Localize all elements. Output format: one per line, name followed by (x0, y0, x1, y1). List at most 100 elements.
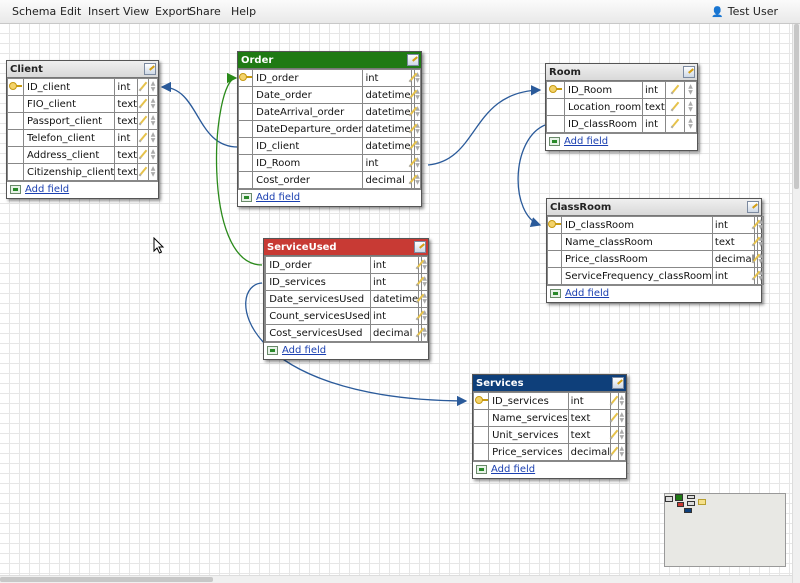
field-name[interactable]: ID_classRoom (561, 216, 713, 234)
reorder-arrows-icon[interactable]: ▲▼ (688, 83, 693, 96)
edit-field-cell[interactable] (137, 146, 150, 164)
reorder-cell[interactable]: ▲▼ (617, 409, 627, 427)
reorder-cell[interactable]: ▲▼ (684, 98, 697, 116)
edit-field-pencil-icon[interactable] (138, 115, 148, 126)
reorder-arrows-icon[interactable]: ▲▼ (619, 445, 625, 458)
reorder-arrows-icon[interactable]: ▲▼ (688, 100, 693, 113)
edit-field-pencil-icon[interactable] (138, 166, 148, 177)
user-menu[interactable]: 👤Test User (711, 5, 778, 18)
field-name[interactable]: ID_services (265, 273, 371, 291)
field-type[interactable]: text (114, 95, 139, 113)
field-type[interactable]: int (362, 69, 412, 87)
reorder-arrows-icon[interactable]: ▲▼ (422, 309, 427, 322)
reorder-arrows-icon[interactable]: ▲▼ (758, 218, 763, 231)
minimap[interactable] (664, 493, 786, 567)
field-name[interactable]: Date_order (252, 86, 364, 104)
field-type[interactable]: int (369, 307, 420, 325)
field-name[interactable]: ID_client (22, 78, 116, 96)
edit-field-pencil-icon[interactable] (138, 149, 148, 160)
add-field-link[interactable]: Add field (564, 136, 609, 147)
menu-schema[interactable]: Schema (12, 5, 57, 18)
field-name[interactable]: DateArrival_order (252, 103, 364, 121)
edit-field-cell[interactable] (610, 426, 619, 444)
vertical-scrollbar[interactable] (792, 24, 800, 583)
field-name[interactable]: Name_classRoom (561, 233, 713, 251)
reorder-arrows-icon[interactable]: ▲▼ (415, 173, 420, 186)
add-field-link[interactable]: Add field (565, 288, 610, 299)
add-field-icon[interactable] (10, 185, 21, 194)
field-type[interactable]: int (642, 115, 666, 133)
reorder-cell[interactable]: ▲▼ (148, 163, 158, 181)
field-name[interactable]: Cost_servicesUsed (265, 324, 371, 342)
edit-field-cell[interactable] (415, 324, 425, 342)
reorder-cell[interactable]: ▲▼ (617, 392, 627, 410)
menu-export[interactable]: Export (155, 5, 192, 18)
reorder-cell[interactable]: ▲▼ (757, 267, 764, 285)
reorder-cell[interactable]: ▲▼ (148, 129, 158, 147)
edit-field-cell[interactable] (137, 95, 150, 113)
field-type[interactable]: datetime (362, 120, 412, 138)
edit-field-pencil-icon[interactable] (670, 84, 680, 95)
field-name[interactable]: ID_order (252, 69, 364, 87)
field-type[interactable]: text (114, 146, 139, 164)
reorder-arrows-icon[interactable]: ▲▼ (415, 105, 420, 118)
field-type[interactable]: int (369, 273, 420, 291)
table-header[interactable]: Room (546, 64, 697, 81)
add-field-link[interactable]: Add field (256, 192, 301, 203)
table-header[interactable]: Order (238, 52, 421, 69)
add-field-icon[interactable] (267, 346, 278, 355)
edit-table-icon[interactable] (414, 241, 426, 253)
edit-field-cell[interactable] (610, 443, 619, 461)
reorder-arrows-icon[interactable]: ▲▼ (619, 394, 625, 407)
field-type[interactable]: text (567, 426, 612, 444)
vertical-scrollbar-thumb[interactable] (794, 24, 799, 189)
reorder-cell[interactable]: ▲▼ (148, 95, 158, 113)
reorder-arrows-icon[interactable]: ▲▼ (415, 139, 420, 152)
reorder-arrows-icon[interactable]: ▲▼ (422, 258, 427, 271)
reorder-arrows-icon[interactable]: ▲▼ (415, 122, 420, 135)
reorder-cell[interactable]: ▲▼ (148, 112, 158, 130)
field-name[interactable]: ID_services (488, 392, 569, 410)
reorder-arrows-icon[interactable]: ▲▼ (150, 148, 156, 161)
edit-table-icon[interactable] (144, 63, 156, 75)
field-type[interactable]: int (567, 392, 612, 410)
reorder-cell[interactable]: ▲▼ (421, 324, 428, 342)
field-name[interactable]: Count_servicesUsed (265, 307, 371, 325)
reorder-arrows-icon[interactable]: ▲▼ (415, 88, 420, 101)
field-type[interactable]: text (711, 233, 756, 251)
field-type[interactable]: int (362, 154, 412, 172)
table-header[interactable]: Services (473, 375, 626, 392)
reorder-cell[interactable]: ▲▼ (617, 426, 627, 444)
field-type[interactable]: int (711, 267, 756, 285)
reorder-cell[interactable]: ▲▼ (617, 443, 627, 461)
field-name[interactable]: Telefon_client (22, 129, 116, 147)
reorder-arrows-icon[interactable]: ▲▼ (150, 114, 156, 127)
reorder-arrows-icon[interactable]: ▲▼ (688, 117, 693, 130)
edit-field-cell[interactable] (137, 163, 150, 181)
edit-field-cell[interactable] (665, 98, 685, 116)
edit-field-cell[interactable] (665, 115, 685, 133)
field-name[interactable]: Name_services (488, 409, 569, 427)
field-name[interactable]: ID_classRoom (564, 115, 643, 133)
